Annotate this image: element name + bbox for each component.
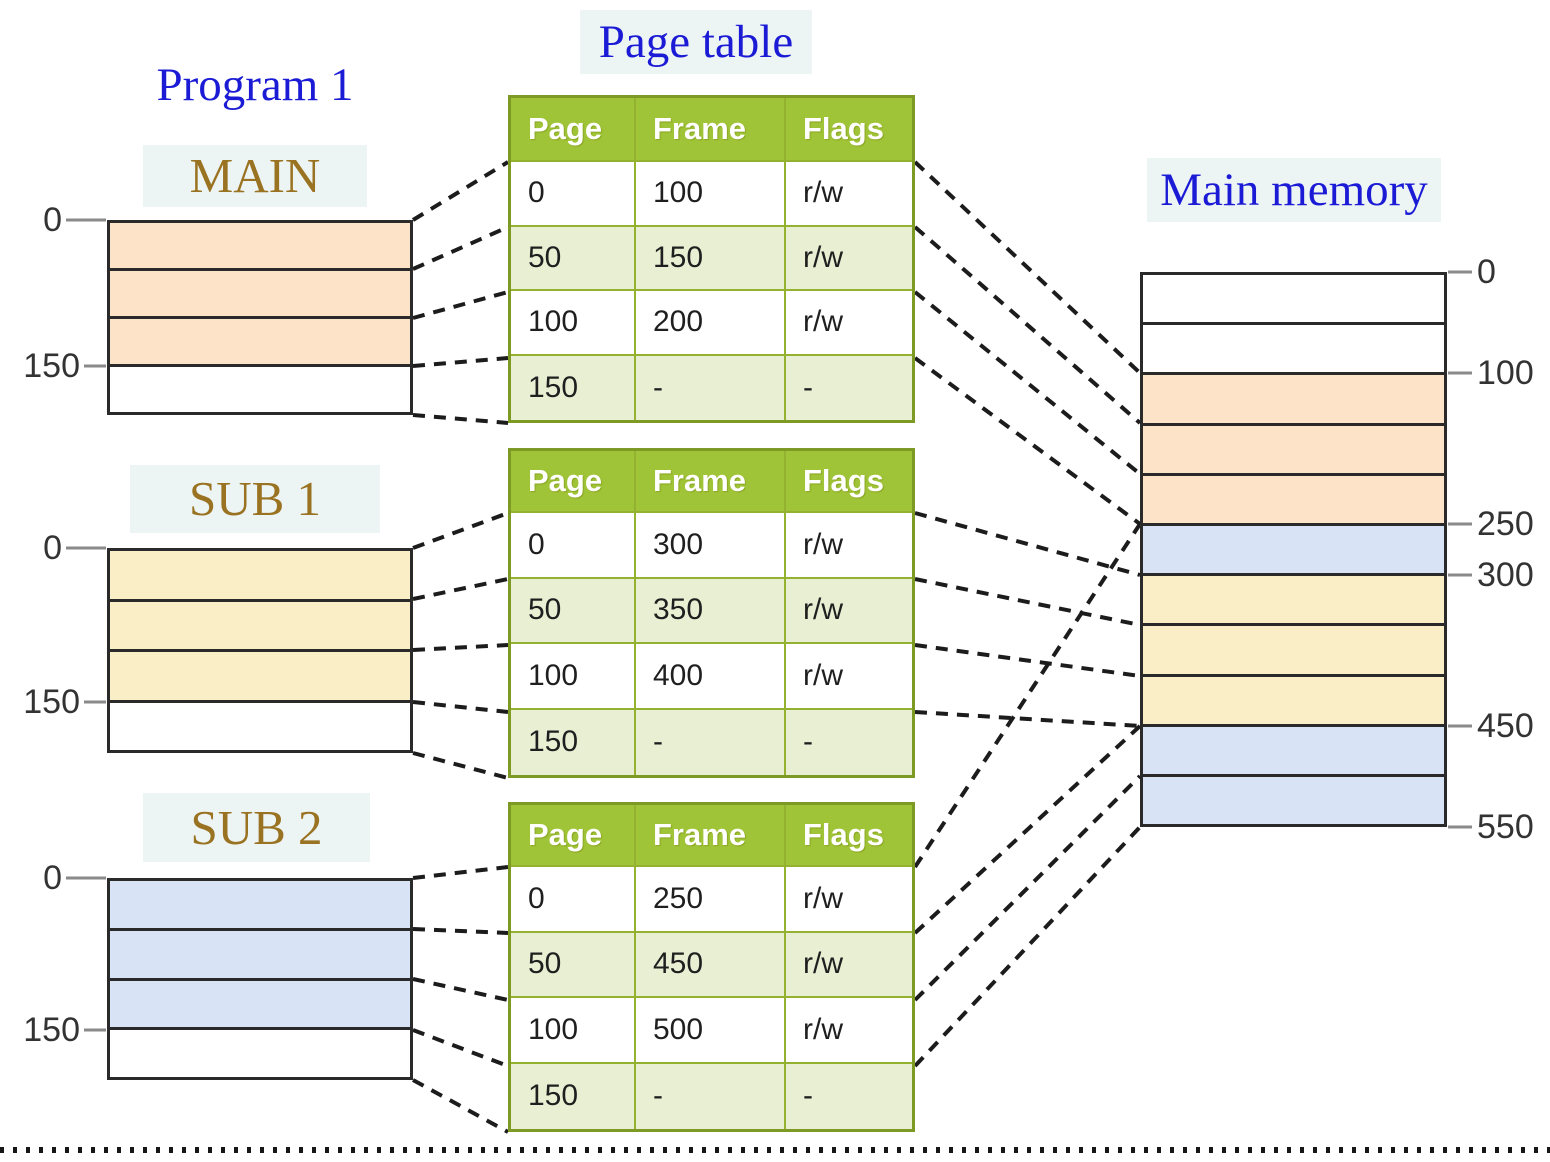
flags-cell: r/w: [786, 226, 912, 291]
column-header: Flags: [786, 451, 912, 513]
column-header: Frame: [636, 98, 786, 162]
flags-cell: -: [786, 355, 912, 420]
column-header: Page: [511, 98, 636, 162]
column-header: Flags: [786, 805, 912, 867]
page-table-title: Page table: [580, 10, 812, 74]
memory-frame-segment: [1143, 623, 1444, 674]
page-cell: 50: [511, 226, 636, 291]
sub2-address-0: 0: [43, 859, 62, 897]
page-cell: 50: [511, 578, 636, 644]
page-cell: 150: [511, 355, 636, 420]
memory-frame-segment: [1143, 773, 1444, 825]
memory-address-250: 250: [1477, 505, 1534, 543]
page-table-sub1: Page Frame Flags 0 300 r/w 50 350 r/w 10…: [508, 448, 915, 778]
frame-cell: 500: [636, 998, 786, 1064]
page-table-main: Page Frame Flags 0 100 r/w 50 150 r/w 10…: [508, 95, 915, 423]
sub1-page-segment: [110, 649, 410, 700]
frame-cell: -: [636, 1063, 786, 1129]
flags-cell: -: [786, 1063, 912, 1129]
sub2-to-table3-lines: [412, 865, 509, 1134]
frame-cell: -: [636, 709, 786, 775]
frame-cell: 250: [636, 867, 786, 933]
flags-cell: r/w: [786, 578, 912, 644]
main-label: MAIN: [143, 145, 367, 207]
main-page-segment: [110, 223, 410, 268]
page-cell: 0: [511, 867, 636, 933]
page-cell: 50: [511, 932, 636, 998]
memory-address-300: 300: [1477, 556, 1534, 594]
frame-cell: 400: [636, 644, 786, 710]
flags-cell: r/w: [786, 513, 912, 579]
frame-cell: 450: [636, 932, 786, 998]
program-title: Program 1: [156, 59, 354, 111]
page-cell: 0: [511, 162, 636, 227]
main-page-segment: [110, 364, 410, 412]
column-header: Frame: [636, 805, 786, 867]
sub1-address-0: 0: [43, 529, 62, 567]
frame-cell: 100: [636, 162, 786, 227]
sub2-page-segment: [110, 927, 410, 978]
main-page-segment: [110, 268, 410, 316]
frame-cell: 150: [636, 226, 786, 291]
memory-address-0: 0: [1477, 253, 1496, 291]
sub1-page-segment: [110, 551, 410, 599]
frame-cell: -: [636, 355, 786, 420]
flags-cell: r/w: [786, 998, 912, 1064]
sub2-label: SUB 2: [143, 793, 370, 862]
column-header: Frame: [636, 451, 786, 513]
memory-frame-segment: [1143, 673, 1444, 724]
sub1-page-segment: [110, 598, 410, 649]
sub2-page-segment: [110, 881, 410, 928]
main-memory-title: Main memory: [1147, 158, 1441, 222]
main-segment-box: [107, 220, 413, 415]
sub1-address-150: 150: [23, 683, 80, 721]
flags-cell: r/w: [786, 867, 912, 933]
page-cell: 100: [511, 644, 636, 710]
flags-cell: r/w: [786, 644, 912, 710]
table1-to-memory-lines: [913, 160, 1142, 526]
sub2-segment-box: [107, 878, 413, 1080]
memory-address-450: 450: [1477, 707, 1534, 745]
sub1-label: SUB 1: [130, 465, 380, 533]
sub2-page-segment: [110, 1027, 410, 1077]
memory-frame-segment: [1143, 723, 1444, 774]
main-to-table1-lines: [411, 160, 510, 425]
flags-cell: r/w: [786, 932, 912, 998]
main-address-0: 0: [43, 201, 62, 239]
flags-cell: -: [786, 709, 912, 775]
memory-frame-segment: [1143, 573, 1444, 624]
page-cell: 0: [511, 513, 636, 579]
page-table-sub2: Page Frame Flags 0 250 r/w 50 450 r/w 10…: [508, 802, 915, 1132]
page-cell: 150: [511, 1063, 636, 1129]
memory-frame-segment: [1143, 275, 1444, 323]
column-header: Page: [511, 805, 636, 867]
frame-cell: 350: [636, 578, 786, 644]
column-header: Page: [511, 451, 636, 513]
memory-frame-segment: [1143, 372, 1444, 423]
frame-cell: 200: [636, 291, 786, 356]
memory-frame-segment: [1143, 322, 1444, 373]
sub1-to-table2-lines: [412, 511, 509, 780]
main-address-150: 150: [23, 347, 80, 385]
flags-cell: r/w: [786, 291, 912, 356]
memory-frame-segment: [1143, 522, 1444, 574]
main-memory-box: [1140, 272, 1447, 827]
sub1-segment-box: [107, 548, 413, 753]
sub2-page-segment: [110, 977, 410, 1028]
sub1-page-segment: [110, 699, 410, 750]
page-cell: 100: [511, 291, 636, 356]
memory-address-550: 550: [1477, 808, 1534, 846]
memory-frame-segment: [1143, 422, 1444, 473]
memory-frame-segment: [1143, 472, 1444, 523]
table2-to-memory-lines: [914, 511, 1141, 728]
page-cell: 100: [511, 998, 636, 1064]
memory-address-100: 100: [1477, 354, 1534, 392]
table3-to-memory-lines: [913, 522, 1142, 1068]
flags-cell: r/w: [786, 162, 912, 227]
main-page-segment: [110, 316, 410, 364]
page-cell: 150: [511, 709, 636, 775]
column-header: Flags: [786, 98, 912, 162]
sub2-address-150: 150: [23, 1011, 80, 1049]
frame-cell: 300: [636, 513, 786, 579]
